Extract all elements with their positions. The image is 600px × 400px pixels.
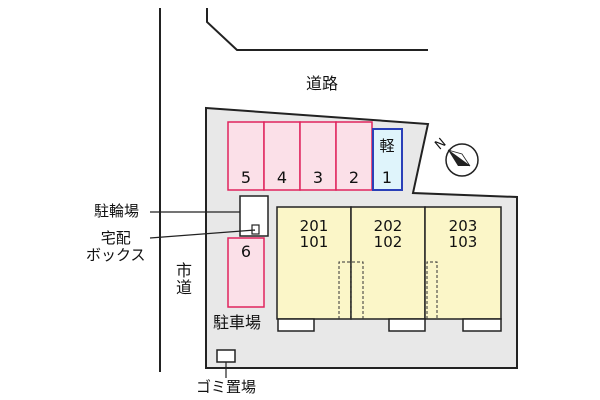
garbage-label: ゴミ置場 [196, 378, 257, 396]
parking-stall-1-kei [372, 128, 403, 191]
entrance-step-1 [277, 318, 315, 332]
stair-outline-1 [338, 261, 352, 319]
stair-outline-3 [426, 261, 438, 319]
parking-stall-number: 4 [276, 168, 288, 187]
parking-stall-3 [299, 121, 337, 191]
kei-stall-label: 軽 [379, 137, 395, 155]
entrance-step-3 [462, 318, 502, 332]
parking-stall-number: 1 [381, 168, 393, 187]
west-road-label: 市道 [173, 262, 192, 296]
unit-number-upper: 201 [299, 217, 329, 235]
unit-number-upper: 202 [373, 217, 403, 235]
stair-outline-2 [351, 261, 364, 319]
parking-stall-number: 2 [348, 168, 360, 187]
parking-stall-2 [335, 121, 373, 191]
entrance-step-2 [388, 318, 426, 332]
parking-stall-number: 5 [240, 168, 252, 187]
car-parking-label: 駐車場 [213, 313, 262, 332]
bicycle-parking-label: 駐輪場 [94, 202, 140, 220]
north-arrow-icon [445, 143, 479, 177]
delivery-box [251, 224, 260, 235]
parking-stall-6 [227, 237, 265, 308]
parking-stall-number: 6 [240, 242, 252, 261]
leader-delivery-box [149, 229, 256, 239]
north-road-edge [206, 8, 428, 51]
parking-row-top [227, 121, 403, 191]
unit-number-lower: 103 [448, 233, 478, 251]
north-road-label: 道路 [306, 74, 339, 93]
parking-stall-number: 3 [312, 168, 324, 187]
parking-stall-5 [227, 121, 265, 191]
unit-number-lower: 102 [373, 233, 403, 251]
unit-number-lower: 101 [299, 233, 329, 251]
garbage-area [216, 349, 236, 363]
unit-number-upper: 203 [448, 217, 478, 235]
delivery-box-label: 宅配 ボックス [86, 229, 146, 264]
building-unit-3 [424, 206, 502, 320]
building [276, 206, 502, 332]
